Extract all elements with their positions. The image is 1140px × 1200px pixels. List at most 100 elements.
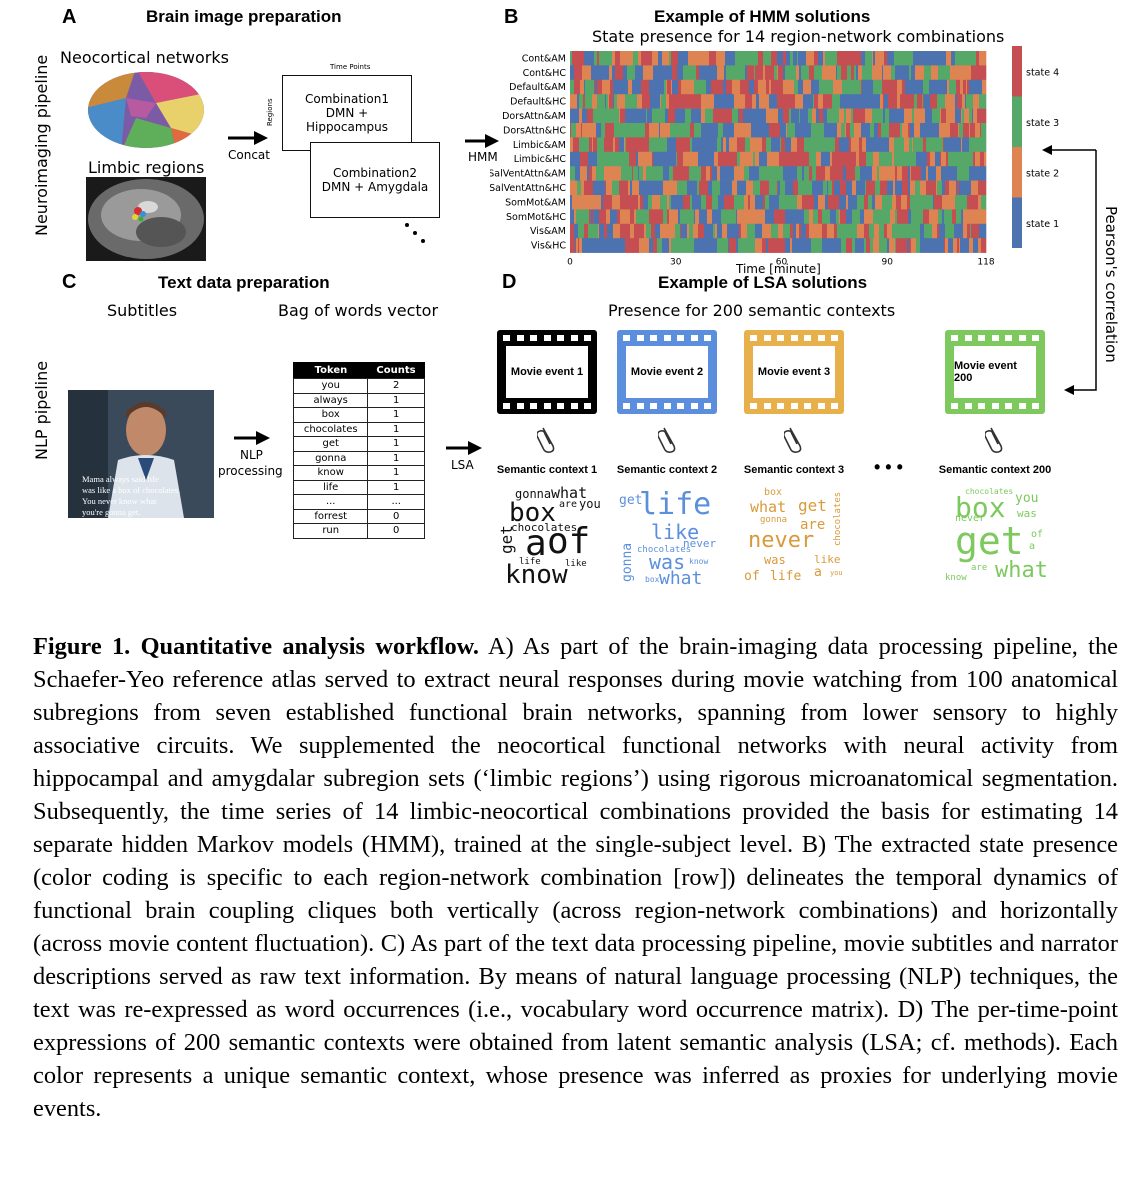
heatmap-cell	[808, 108, 813, 124]
heatmap-cell	[739, 151, 741, 167]
heatmap-cell	[659, 209, 664, 225]
heatmap-cell	[975, 151, 981, 167]
heatmap-cell	[570, 79, 572, 95]
heatmap-cell	[963, 79, 966, 95]
heatmap-cell	[790, 151, 794, 167]
heatmap-cell	[743, 209, 749, 225]
heatmap-cell	[865, 180, 867, 196]
heatmap-cell	[657, 223, 661, 239]
heatmap-cell	[661, 195, 664, 210]
heatmap-cell	[755, 151, 757, 167]
heatmap-cell	[803, 79, 808, 95]
heatmap-cell	[597, 180, 603, 196]
heatmap-cell	[608, 65, 610, 81]
heatmap-cell	[819, 123, 822, 138]
heatmap-cell	[890, 195, 893, 210]
heatmap-cell	[891, 65, 895, 81]
heatmap-cell	[933, 238, 939, 253]
heatmap-cell	[840, 209, 843, 225]
heatmap-cell	[666, 79, 668, 95]
heatmap-cell	[752, 151, 754, 167]
heatmap-cell	[968, 209, 973, 225]
heatmap-cell	[849, 94, 854, 109]
heatmap-cell	[784, 108, 790, 124]
heatmap-cell	[811, 238, 816, 253]
heatmap-row-label: Default&HC	[510, 97, 566, 108]
paperclip-icon	[537, 427, 555, 453]
heatmap-cell	[833, 79, 838, 95]
heatmap-cell	[580, 209, 584, 225]
heatmap-cell	[681, 108, 686, 124]
movie-event-200-label: Movie event 200	[954, 346, 1036, 398]
heatmap-cell	[613, 51, 616, 66]
heatmap-cell	[802, 94, 804, 109]
heatmap-cell	[862, 137, 865, 153]
heatmap-cell	[964, 108, 969, 124]
heatmap-cell	[635, 65, 637, 81]
heatmap-cell	[690, 79, 695, 95]
heatmap-cell	[876, 223, 880, 239]
heatmap-cell	[704, 223, 710, 239]
heatmap-cell	[853, 137, 856, 153]
heatmap-cell	[682, 180, 688, 196]
heatmap-cell	[751, 223, 756, 239]
heatmap-cell	[890, 209, 895, 225]
heatmap-cell	[570, 123, 572, 138]
heatmap-cell	[974, 180, 977, 196]
heatmap-cell	[799, 223, 801, 239]
heatmap-cell	[875, 137, 879, 153]
heatmap-cell	[690, 195, 692, 210]
heatmap-cell	[751, 108, 756, 124]
heatmap-cell	[817, 108, 820, 124]
heatmap-cell	[752, 94, 754, 109]
heatmap-cell	[966, 151, 972, 167]
heatmap-cell	[759, 151, 765, 167]
heatmap-cell	[590, 94, 593, 109]
heatmap-cell	[940, 151, 942, 167]
heatmap-cell	[843, 151, 845, 167]
heatmap-cell	[946, 51, 951, 66]
heatmap-cell	[717, 223, 723, 239]
heatmap-cell	[583, 94, 586, 109]
heatmap-cell	[857, 223, 863, 239]
heatmap-cell	[959, 223, 964, 239]
heatmap-cell	[824, 180, 828, 196]
heatmap-cell	[928, 166, 932, 181]
heatmap-cell	[872, 137, 875, 153]
heatmap-cell	[577, 94, 580, 109]
heatmap-cell	[793, 151, 799, 167]
heatmap-cell	[726, 79, 730, 95]
heatmap-cell	[888, 166, 890, 181]
heatmap-cell	[946, 195, 951, 210]
heatmap-cell	[591, 65, 595, 81]
heatmap-cell	[700, 51, 703, 66]
heatmap-cell	[572, 94, 578, 109]
heatmap-cell	[617, 223, 621, 239]
heatmap-cell	[870, 108, 873, 124]
heatmap-cell	[599, 238, 603, 253]
heatmap-cell	[763, 51, 768, 66]
heatmap-cell	[894, 108, 900, 124]
heatmap-cell	[956, 195, 958, 210]
heatmap-cell	[966, 195, 968, 210]
heatmap-cell	[927, 223, 933, 239]
heatmap-cell	[797, 195, 803, 210]
heatmap-cell	[630, 195, 635, 210]
heatmap-cell	[736, 209, 738, 225]
heatmap-cell	[799, 123, 804, 138]
heatmap-cell	[969, 137, 972, 153]
heatmap-cell	[945, 180, 948, 196]
heatmap-cell	[860, 180, 866, 196]
heatmap-cell	[966, 137, 970, 153]
heatmap-cell	[941, 151, 947, 167]
heatmap-cell	[829, 238, 833, 253]
heatmap-cell	[679, 123, 683, 138]
heatmap-cell	[859, 108, 861, 124]
heatmap-cell	[751, 123, 756, 138]
heatmap-cell	[960, 166, 965, 181]
heatmap-cell	[915, 65, 920, 81]
heatmap-cell	[848, 51, 852, 66]
heatmap-cell	[712, 195, 714, 210]
heatmap-cell	[640, 180, 646, 196]
heatmap-cell	[917, 123, 921, 138]
